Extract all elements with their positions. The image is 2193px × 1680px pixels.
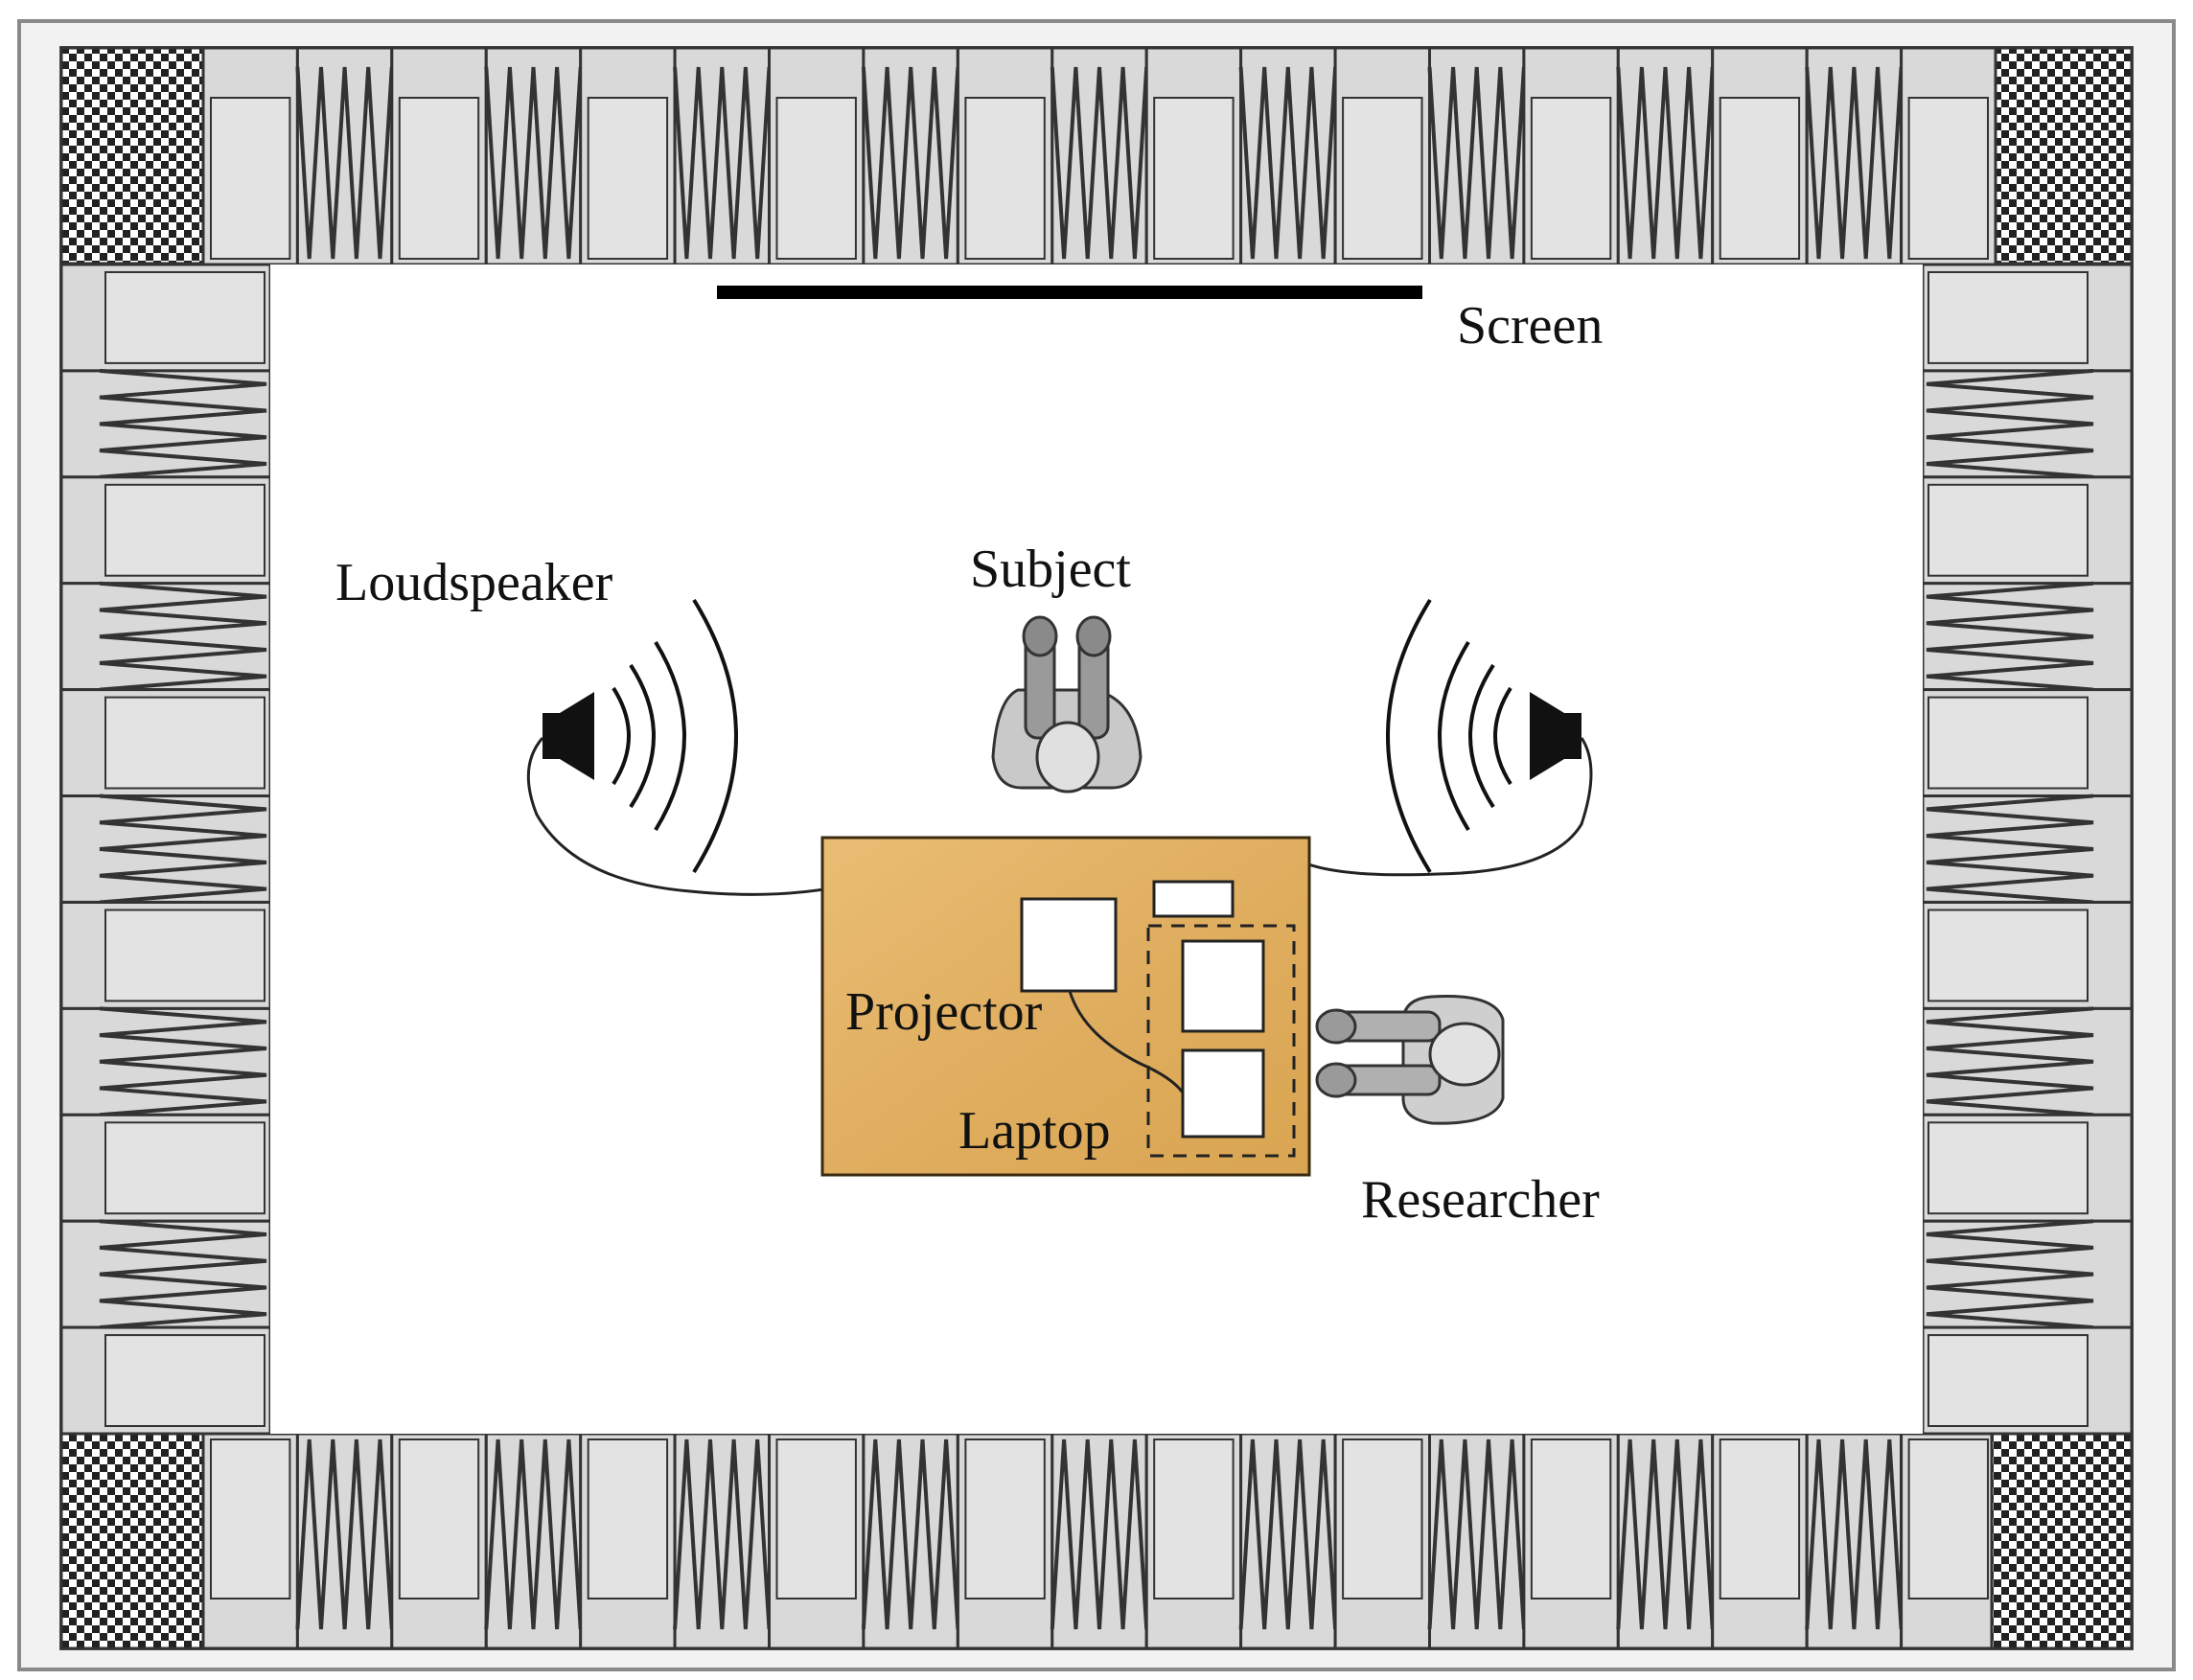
absorber-block — [1530, 1438, 1612, 1599]
absorber-panel — [862, 1432, 959, 1650]
absorber-wedge — [1427, 66, 1526, 260]
absorber-wedge — [99, 368, 267, 479]
absorber-block — [104, 271, 265, 364]
left-absorber-wall — [59, 263, 272, 1436]
absorber-panel — [1921, 369, 2134, 479]
laptop-keyboard — [1181, 1048, 1265, 1139]
absorber-block — [587, 97, 669, 260]
absorber-wedge — [1805, 66, 1904, 260]
screen-label: Screen — [1457, 296, 1603, 356]
absorber-wedge — [1427, 1438, 1526, 1630]
corner-block-bottom-right — [1990, 1432, 2134, 1650]
loudspeaker-label: Loudspeaker — [335, 553, 613, 612]
audio-interface-box — [1152, 880, 1235, 918]
absorber-block — [587, 1438, 669, 1599]
absorber-block — [1928, 909, 2089, 1002]
absorber-block — [964, 97, 1046, 260]
absorber-wedge — [673, 66, 772, 260]
absorber-wedge — [1926, 794, 2094, 905]
left-loudspeaker-icon — [542, 598, 738, 874]
corner-blocks — [59, 46, 2134, 1650]
absorber-block — [1342, 1438, 1423, 1599]
laptop-dashed-outline — [1146, 924, 1296, 1158]
projector-label: Projector — [845, 982, 1043, 1042]
absorber-block — [104, 696, 265, 790]
absorber-block — [104, 483, 265, 577]
absorber-block — [964, 1438, 1046, 1599]
corner-block-top-right — [1994, 46, 2134, 265]
absorber-block — [1907, 97, 1989, 260]
bottom-absorber-wall — [201, 1432, 1997, 1650]
absorber-block — [104, 909, 265, 1002]
subject-label: Subject — [970, 540, 1131, 599]
projector-cable — [1068, 990, 1185, 1093]
absorber-wedge — [1616, 66, 1715, 260]
absorber-wedge — [1238, 66, 1338, 260]
absorber-wedge — [99, 794, 267, 905]
researcher-label: Researcher — [1361, 1170, 1600, 1230]
absorber-block — [1153, 97, 1235, 260]
absorber-wedge — [1050, 66, 1149, 260]
laptop-label: Laptop — [958, 1101, 1111, 1161]
absorber-block — [104, 1121, 265, 1215]
absorber-wedge — [1050, 1438, 1149, 1630]
absorber-wedge — [1926, 1219, 2094, 1330]
absorber-wedge — [1926, 368, 2094, 479]
absorber-block — [775, 1438, 857, 1599]
top-absorber-wall — [201, 46, 1997, 266]
absorber-block — [398, 97, 480, 260]
subject-person-icon — [991, 615, 1143, 794]
absorber-block — [1719, 97, 1801, 260]
absorber-wedge — [484, 66, 583, 260]
projector-box — [1020, 897, 1118, 993]
projection-screen — [717, 286, 1422, 299]
absorber-block — [210, 1438, 291, 1599]
right-absorber-wall — [1921, 263, 2134, 1436]
corner-block-top-left — [59, 46, 205, 265]
absorber-wedge — [99, 1006, 267, 1117]
absorber-wedge — [295, 66, 394, 260]
absorber-block — [210, 97, 291, 260]
corner-block-bottom-left — [59, 1432, 205, 1650]
absorber-wedge — [1926, 1006, 2094, 1117]
absorber-wedge — [861, 1438, 960, 1630]
absorber-wedge — [484, 1438, 583, 1630]
absorber-block — [1928, 483, 2089, 577]
absorber-wedge — [1805, 1438, 1904, 1630]
absorber-block — [1530, 97, 1612, 260]
absorber-wedge — [673, 1438, 772, 1630]
absorber-wedge — [1616, 1438, 1715, 1630]
absorber-panel — [59, 369, 272, 479]
absorber-wedge — [295, 1438, 394, 1630]
absorber-block — [104, 1334, 265, 1427]
absorber-wedge — [99, 1219, 267, 1330]
laptop-screen — [1181, 939, 1265, 1033]
absorber-block — [775, 97, 857, 260]
absorber-block — [1928, 1334, 2089, 1427]
absorber-block — [1928, 696, 2089, 790]
researcher-person-icon — [1315, 995, 1505, 1125]
absorber-block — [1153, 1438, 1235, 1599]
absorber-panel — [1921, 1219, 2134, 1329]
absorber-wedge — [1238, 1438, 1338, 1630]
absorber-wedge — [99, 581, 267, 692]
table: Projector Laptop — [820, 836, 1311, 1177]
absorber-wedge — [1926, 581, 2094, 692]
right-loudspeaker-icon — [1386, 598, 1581, 874]
absorber-wedge — [861, 66, 960, 260]
absorber-block — [398, 1438, 480, 1599]
absorber-block — [1907, 1438, 1989, 1599]
absorber-block — [1342, 97, 1423, 260]
absorber-block — [1928, 1121, 2089, 1215]
absorber-panel — [59, 1219, 272, 1329]
absorber-block — [1719, 1438, 1801, 1599]
absorber-block — [1928, 271, 2089, 364]
